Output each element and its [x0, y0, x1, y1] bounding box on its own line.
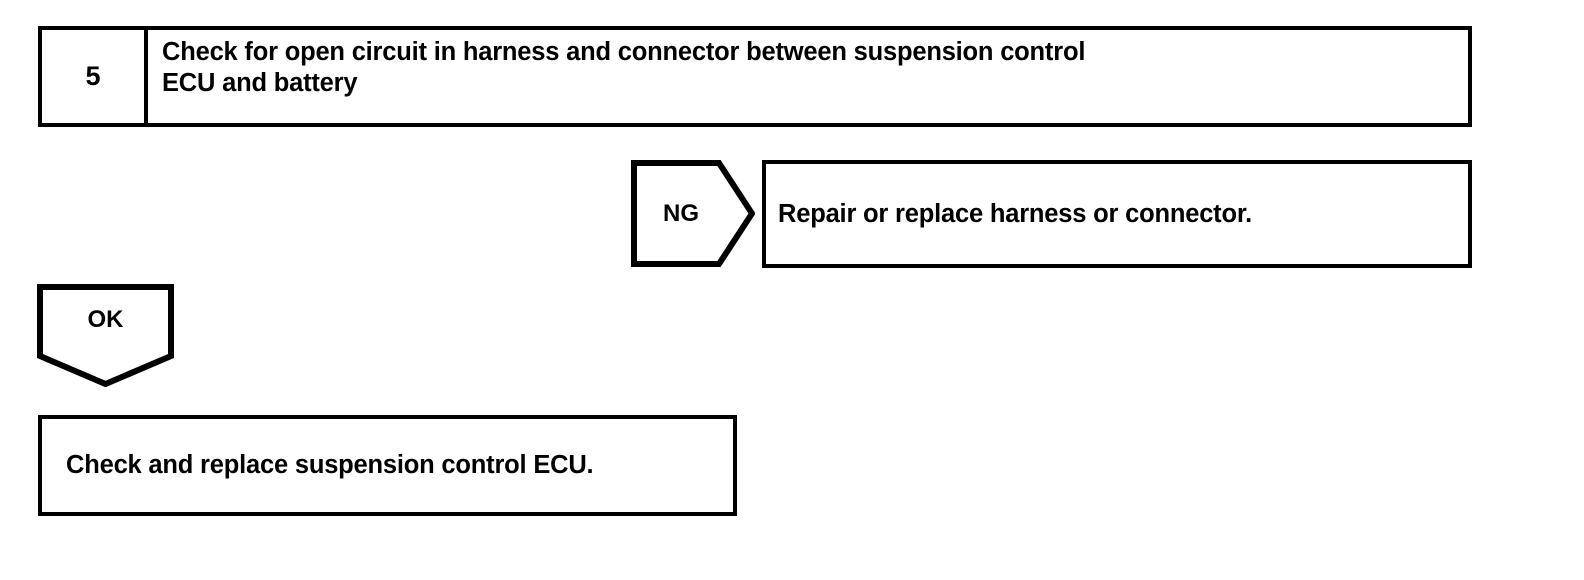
ng-branch-label: NG	[663, 199, 699, 227]
ok-branch-tag: OK	[37, 284, 174, 387]
ng-result-text: Repair or replace harness or connector.	[778, 199, 1253, 228]
step-instruction-line-1: Check for open circuit in harness and co…	[162, 38, 1086, 66]
ng-branch-tag: NG	[631, 160, 755, 267]
arrow-down-pentagon-icon	[37, 284, 174, 387]
ok-result-text: Check and replace suspension control ECU…	[66, 451, 594, 479]
ok-result-box: Check and replace suspension control ECU…	[38, 415, 737, 516]
step-row: 5 Check for open circuit in harness and …	[38, 26, 1472, 127]
step-number-cell: 5	[42, 30, 148, 123]
ng-result-box: Repair or replace harness or connector.	[762, 160, 1472, 268]
ok-branch-label: OK	[87, 306, 124, 333]
step-number: 5	[85, 61, 101, 91]
step-instruction-line-2: ECU and battery	[162, 69, 358, 97]
arrow-right-pentagon-icon	[631, 160, 755, 267]
step-instruction-cell: Check for open circuit in harness and co…	[148, 30, 1468, 123]
